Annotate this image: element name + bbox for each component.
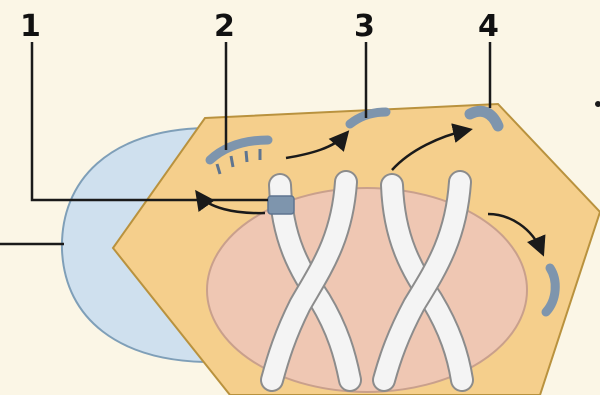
label-4: 4	[478, 9, 499, 44]
label-3: 3	[354, 9, 375, 44]
nucleus	[207, 188, 527, 392]
gene-band	[268, 196, 294, 214]
label-2: 2	[214, 9, 235, 44]
label-1: 1	[20, 9, 41, 44]
